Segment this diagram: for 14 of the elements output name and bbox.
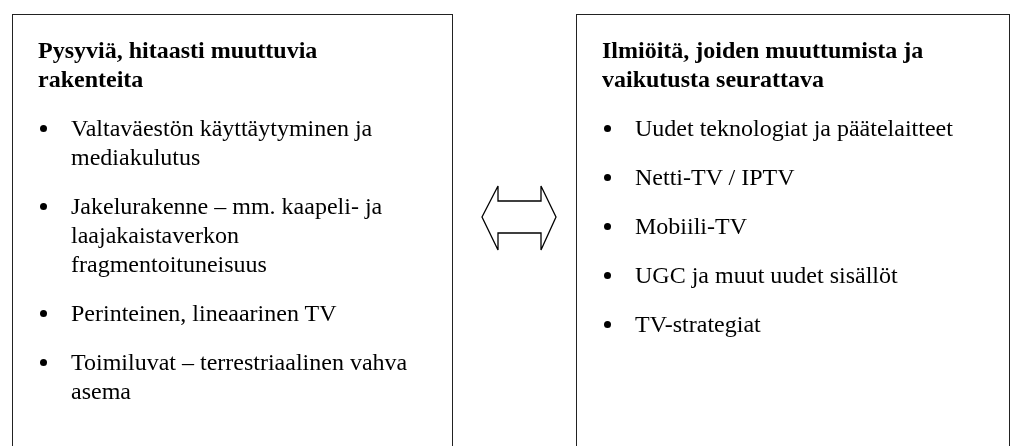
- bullet-item: UGC ja muut uudet sisällöt: [635, 261, 898, 290]
- double-arrow: [481, 185, 557, 251]
- bullet-item: Uudet teknologiat ja päätelaitteet: [635, 114, 953, 143]
- bullet-item: Netti-TV / IPTV: [635, 163, 795, 192]
- bullet-item: TV-strategiat: [635, 310, 761, 339]
- bullet-item: Valtaväestön käyttäytyminen ja mediakulutus: [71, 114, 374, 172]
- bullet-item: Jakelurakenne – mm. kaapeli- ja laajakaistaverkon fragmentoituneisuus: [71, 192, 384, 279]
- bullet-item: Toimiluvat – terrestriaalinen vahva asema: [71, 348, 409, 406]
- box-heading: Ilmiöitä, joiden muuttumista ja vaikutusta seurattava: [602, 36, 925, 94]
- bullet-item: Mobiili-TV: [635, 212, 747, 241]
- text-box: [12, 14, 453, 446]
- box-heading: Pysyviä, hitaasti muuttuvia rakenteita: [38, 36, 319, 94]
- bullet-item: Perinteinen, lineaarinen TV: [71, 299, 337, 328]
- text-box: [576, 14, 1010, 446]
